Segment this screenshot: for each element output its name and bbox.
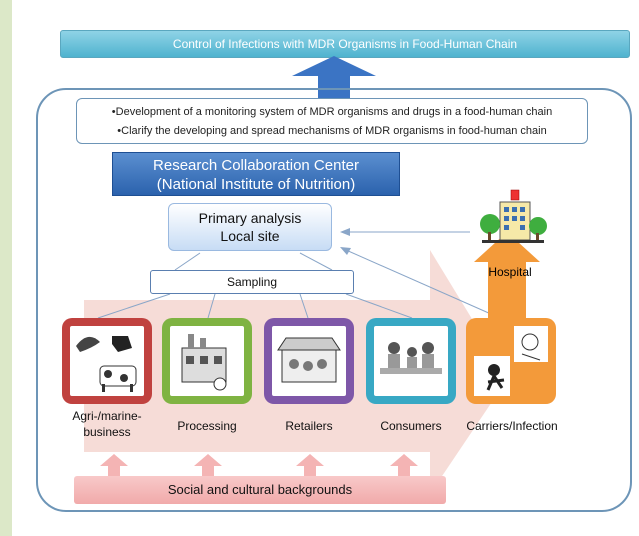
- stage-consumers: [366, 318, 456, 404]
- orange-up-arrow: [474, 232, 540, 318]
- shrimp-chicken-cow-icon: [76, 336, 137, 392]
- primary-analysis-box: Primary analysis Local site: [168, 203, 332, 251]
- connector-sampling-primary-left: [174, 252, 201, 271]
- primary-analysis-line1: Primary analysis: [198, 210, 302, 226]
- social-backgrounds-bar: Social and cultural backgrounds: [74, 476, 446, 504]
- stage-label-retailers: Retailers: [285, 419, 333, 433]
- stage-label-consumers: Consumers: [380, 419, 442, 433]
- stage-label-carriers: Carriers/Infection: [466, 419, 558, 433]
- stage-image: [474, 326, 548, 396]
- connector-carriers-primary: [345, 249, 501, 319]
- sick-person-icon: [474, 326, 548, 396]
- stage-image: [170, 326, 244, 396]
- sampling-box: Sampling: [150, 270, 354, 294]
- market-icon: [277, 337, 341, 383]
- research-center-box: Research Collaboration Center (National …: [112, 152, 400, 196]
- stage-image: [374, 326, 448, 396]
- stage-label-agri: Agri-/marine- business: [72, 409, 142, 439]
- social-arrows: [100, 454, 418, 476]
- page-title: Control of Infections with MDR Organisms…: [60, 30, 630, 58]
- main-up-arrow: [292, 56, 376, 98]
- connector-stage3-sampling: [299, 293, 309, 319]
- stage-processing: [162, 318, 252, 404]
- research-center-line2: (National Institute of Nutrition): [156, 176, 356, 193]
- goal-1: •Development of a monitoring system of M…: [111, 106, 553, 118]
- connector-sampling-primary-right: [299, 252, 333, 271]
- stage-retailers: [264, 318, 354, 404]
- goals-box: •Development of a monitoring system of M…: [76, 98, 588, 144]
- goal-2: •Clarify the developing and spread mecha…: [117, 125, 547, 137]
- factory-icon: [181, 334, 227, 391]
- stage-image: [70, 326, 144, 396]
- hospital-icon: [480, 189, 547, 243]
- connector-stage1-sampling: [97, 293, 171, 319]
- primary-analysis-line2: Local site: [220, 228, 280, 244]
- project-frame: [36, 88, 632, 512]
- hospital-label: Hospital: [488, 265, 532, 279]
- stage-carriers-infection: [466, 318, 556, 404]
- research-center-line1: Research Collaboration Center: [153, 157, 359, 174]
- family-icon: [380, 342, 442, 374]
- connector-stage2-sampling: [207, 293, 216, 319]
- connector-stage4-sampling: [345, 293, 413, 319]
- stage-image: [272, 326, 346, 396]
- stage-agri-marine: [62, 318, 152, 404]
- stage-label-processing: Processing: [177, 419, 237, 433]
